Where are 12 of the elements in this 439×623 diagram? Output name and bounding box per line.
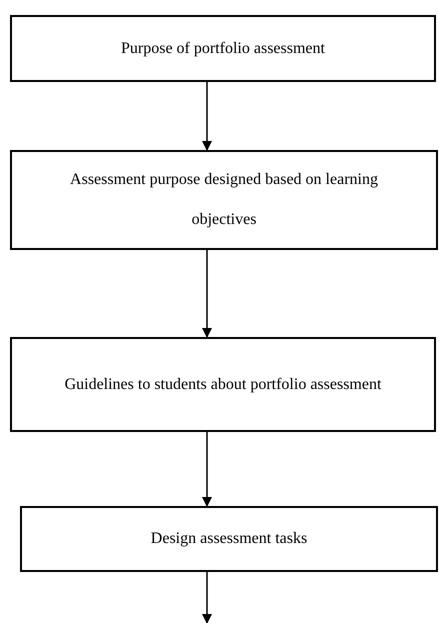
box-text: Design assessment tasks: [150, 529, 308, 549]
arrow: [202, 432, 212, 507]
arrow: [202, 250, 212, 338]
box-text: Purpose of portfolio assessment: [121, 38, 325, 58]
arrow: [202, 82, 212, 151]
process-box: [10, 337, 436, 432]
box-text: Guidelines to students about portfolio assessment: [64, 374, 382, 394]
arrow: [202, 572, 212, 623]
process-box: [10, 150, 438, 250]
box-text: Assessment purpose designed based on learning objectives: [69, 170, 379, 230]
process-box: [20, 506, 438, 572]
process-box: [10, 15, 436, 82]
